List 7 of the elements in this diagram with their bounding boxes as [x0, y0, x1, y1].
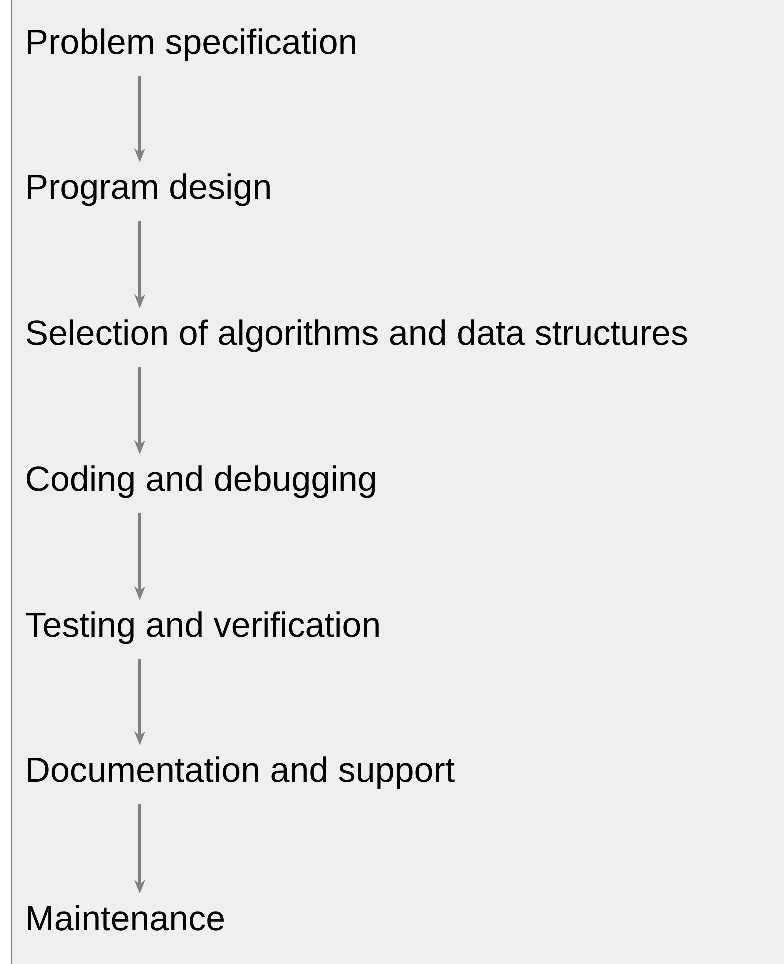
step-label: Documentation and support — [28, 756, 455, 790]
step-label: Selection of algorithms and data structures — [26, 320, 688, 352]
step-label: Problem specification — [28, 28, 356, 62]
step-label: Maintenance — [28, 905, 224, 931]
step-label: Coding and debugging — [26, 466, 376, 498]
step-label: Testing and verification — [26, 612, 379, 644]
step-label: Program design — [28, 174, 270, 206]
